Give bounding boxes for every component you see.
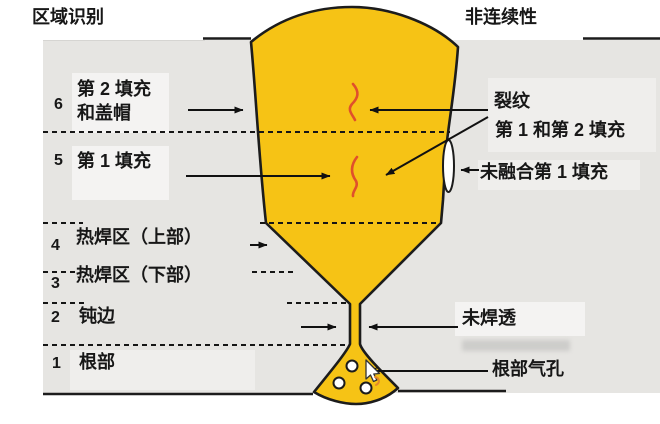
crack-mark-upper	[348, 82, 359, 122]
zone-number-4: 4	[51, 237, 60, 254]
zone-number-6: 6	[54, 96, 63, 113]
right-title: 非连续性	[465, 7, 537, 27]
zone-boundary-lines	[43, 131, 450, 346]
porosity-hole	[359, 381, 373, 395]
zone-label-3: 热焊区（下部）	[76, 265, 202, 285]
highlight-zone5	[72, 146, 169, 200]
weld-cross-section	[249, 5, 460, 406]
zone-label-6-line2: 和盖帽	[77, 103, 131, 123]
highlight-zone1	[70, 350, 255, 390]
left-title: 区域识别	[32, 7, 104, 27]
panel-top-edge	[43, 40, 205, 41]
zone-number-2: 2	[51, 309, 60, 326]
highlight-cracks-label	[488, 78, 656, 152]
zone-number-5: 5	[54, 152, 63, 169]
defect-label-incomplete-penetration: 未焊透	[462, 308, 516, 328]
highlight-penetration-label	[455, 302, 585, 336]
lack-of-fusion-void	[442, 139, 455, 193]
zone-label-2: 钝边	[79, 306, 115, 326]
defect-label-lack-of-fusion: 未融合第 1 填充	[480, 162, 609, 182]
porosity-hole	[345, 359, 359, 373]
zone-label-5: 第 1 填充	[77, 151, 152, 171]
defect-label-root-porosity: 根部气孔	[492, 359, 564, 379]
cursor-icon	[365, 359, 381, 386]
zone-number-1: 1	[52, 355, 61, 372]
zone-number-3: 3	[51, 275, 60, 292]
zone-label-6-line1: 第 2 填充	[77, 79, 152, 99]
porosity-hole	[332, 376, 346, 390]
plate-surface-lines	[43, 37, 660, 396]
leader-arrows	[186, 106, 489, 375]
defect-label-cracks-scope: 第 1 和第 2 填充	[495, 120, 626, 140]
highlight-zone6	[72, 73, 169, 133]
zone-label-1: 根部	[79, 352, 115, 372]
arrow-crack-lower	[385, 116, 489, 176]
crack-mark-lower	[350, 155, 359, 198]
highlight-fusion-label	[478, 160, 640, 190]
defect-label-cracks-title: 裂纹	[494, 91, 530, 111]
zone-label-4: 热焊区（上部）	[76, 227, 202, 247]
blurred-text-remnant	[462, 340, 570, 351]
